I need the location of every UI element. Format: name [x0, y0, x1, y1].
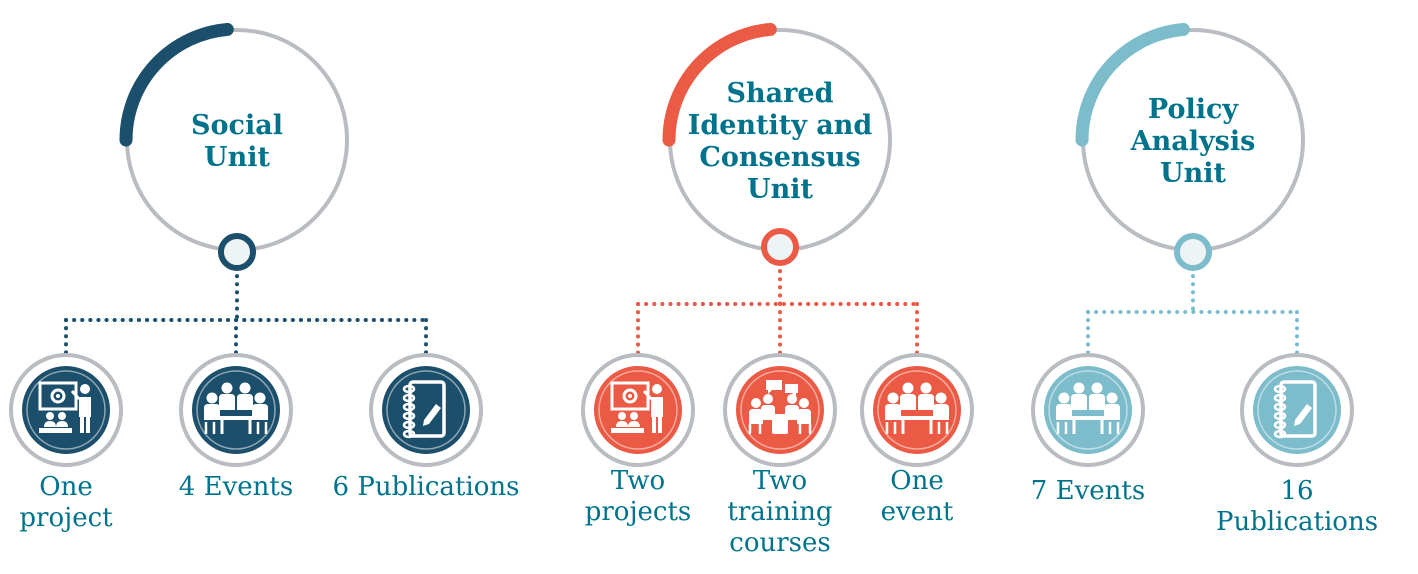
item-fill — [736, 366, 824, 454]
presentation-icon — [610, 381, 663, 433]
unit-title-line: Analysis — [1130, 126, 1256, 157]
connector-node — [218, 233, 256, 271]
meeting-icon — [204, 382, 268, 434]
item-badge — [581, 353, 695, 467]
accent-arc — [1075, 22, 1190, 147]
item-label: Two projects — [584, 466, 692, 527]
item-badge — [723, 353, 837, 467]
unit-title-line: Unit — [204, 142, 270, 173]
meeting-icon — [1056, 382, 1120, 434]
item-label: One project — [19, 472, 113, 533]
item-badge — [9, 353, 123, 467]
unit-title-line: Shared — [727, 78, 834, 109]
unit-title-line: Unit — [747, 174, 813, 205]
item-fill — [382, 366, 470, 454]
item-badge — [179, 353, 293, 467]
presentation-icon — [38, 381, 91, 433]
item-fill — [1253, 366, 1341, 454]
unit-title-line: Unit — [1160, 158, 1226, 189]
item-label: Two training courses — [727, 466, 833, 558]
item-label: 4 Events — [178, 472, 294, 502]
publication-icon — [402, 380, 446, 439]
item-label: One event — [880, 466, 954, 527]
item-badge — [1031, 353, 1145, 467]
connector-node — [761, 228, 799, 266]
unit-title-line: Identity and — [688, 110, 873, 141]
unit-title-line: Consensus — [699, 142, 860, 173]
item-label: 16 Publications — [1215, 476, 1379, 537]
training-icon — [748, 380, 812, 434]
accent-arc — [119, 22, 234, 147]
item-label: 6 Publications — [332, 472, 520, 502]
accent-arc — [662, 22, 777, 147]
item-label: 7 Events — [1030, 476, 1146, 506]
publication-icon — [1273, 380, 1317, 439]
connector-node — [1174, 233, 1212, 271]
item-badge — [369, 353, 483, 467]
meeting-icon — [885, 382, 949, 434]
unit-title-line: Policy — [1148, 94, 1240, 125]
item-badge — [1240, 353, 1354, 467]
unit-title-line: Social — [191, 110, 283, 141]
item-badge — [860, 353, 974, 467]
